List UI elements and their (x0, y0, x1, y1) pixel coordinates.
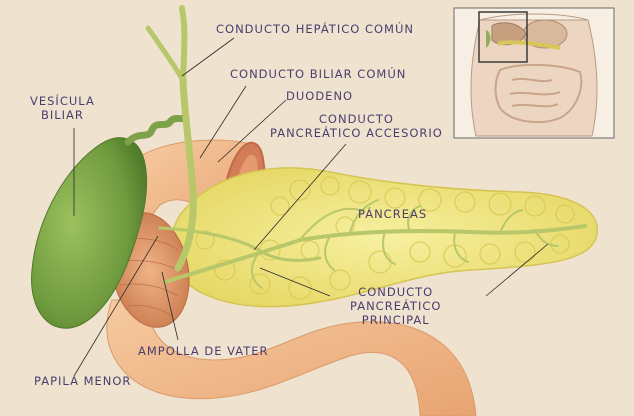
label-pancreas: PÁNCREAS (358, 207, 427, 221)
label-main-pancreatic-duct: CONDUCTO PANCREÁTICO PRINCIPAL (350, 285, 441, 327)
leader-common-hepatic-duct (182, 38, 234, 76)
label-common-hepatic-duct: CONDUCTO HEPÁTICO COMÚN (216, 22, 414, 36)
torso-location-inset (454, 8, 614, 138)
label-ampulla-of-vater: AMPOLLA DE VATER (138, 344, 269, 358)
label-duodenum: DUODENO (286, 89, 353, 103)
label-minor-papilla: PAPILA MENOR (34, 374, 131, 388)
cystic-duct (128, 118, 186, 142)
label-gallbladder: VESÍCULA BILIAR (30, 94, 95, 122)
label-accessory-pancreatic-duct: CONDUCTO PANCREÁTICO ACCESORIO (270, 112, 443, 140)
label-common-bile-duct: CONDUCTO BILIAR COMÚN (230, 67, 406, 81)
